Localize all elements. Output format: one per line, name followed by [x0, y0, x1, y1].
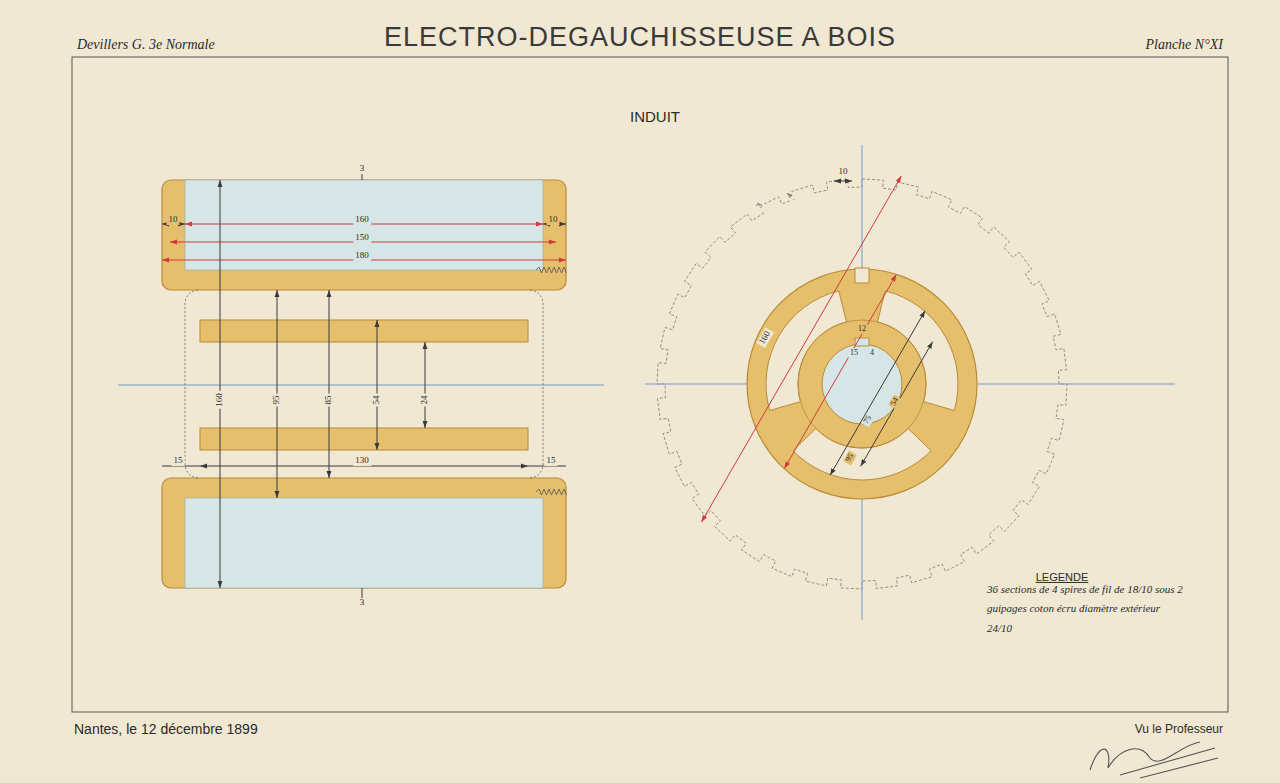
sheet-label: INDUIT	[628, 109, 682, 126]
dimension-value: 160	[756, 328, 773, 348]
hatching	[536, 267, 567, 273]
dimension-value: 160	[353, 215, 371, 225]
dimension-value: 10	[547, 215, 560, 225]
dimension-value: 130	[353, 456, 371, 466]
dimension-line	[220, 180, 221, 588]
spoke-notch	[855, 268, 869, 283]
dimension-value: 160	[215, 391, 225, 409]
hub-tube	[200, 320, 528, 342]
dimension-value: 180	[353, 251, 371, 261]
hub-line	[798, 320, 926, 448]
sheet-title: ELECTRO-DEGAUCHISSEUSE A BOIS	[382, 23, 898, 53]
dimension-value: 10	[837, 167, 850, 177]
dimension-value: 4	[784, 190, 796, 201]
dimension-value: 54	[888, 395, 902, 410]
dimension-value: 15	[848, 349, 860, 358]
hidden-outline	[185, 290, 543, 478]
diameter-dimension	[701, 176, 901, 522]
dimension-value: 95	[843, 451, 857, 466]
dimension-value: 3	[358, 164, 367, 174]
dimension-line	[377, 320, 378, 450]
armature-core-section	[162, 478, 566, 588]
sheet-label: Vu le Professeur	[1133, 723, 1225, 736]
dimension-line	[329, 290, 330, 478]
shaft-bore	[822, 344, 902, 424]
dimension-value: 54	[372, 394, 382, 407]
dimension-value: 3	[358, 598, 367, 608]
sheet-label: LEGENDE	[1034, 571, 1091, 583]
hub-tube	[200, 428, 528, 450]
dimension-value: 24	[420, 394, 430, 407]
spider-window	[793, 428, 931, 480]
diameter-dimension	[861, 342, 933, 467]
sheet-frame	[72, 57, 1228, 712]
dimension-value: 12	[856, 325, 868, 334]
winding-section	[185, 180, 543, 270]
diameter-dimension	[784, 275, 896, 469]
dimension-value: 3	[754, 200, 766, 211]
sheet-label: Nantes, le 12 décembre 1899	[72, 722, 260, 737]
dimension-value: 15	[545, 456, 558, 466]
dimension-value: 4	[868, 349, 876, 358]
sheet-label: Devillers G. 3e Normale	[75, 37, 217, 52]
dimension-line	[425, 342, 426, 428]
dimension-value: 85	[324, 394, 334, 407]
sheet-label: Planche N°XI	[1143, 37, 1225, 52]
dimension-value: 95	[272, 394, 282, 407]
dimension-value: 75	[861, 413, 875, 428]
dimension-value: 15	[172, 456, 185, 466]
diameter-dimension	[830, 311, 925, 476]
dimension-value: 150	[353, 233, 371, 243]
signature	[1090, 742, 1218, 778]
armature-core-section	[162, 180, 566, 290]
legend-note: 36 sections de 4 spires de fil de 18/10 …	[985, 580, 1189, 638]
dimension-value: 10	[167, 215, 180, 225]
hatching	[536, 489, 567, 495]
dimension-line	[834, 181, 852, 182]
winding-section	[185, 498, 543, 588]
center-line	[118, 385, 604, 386]
